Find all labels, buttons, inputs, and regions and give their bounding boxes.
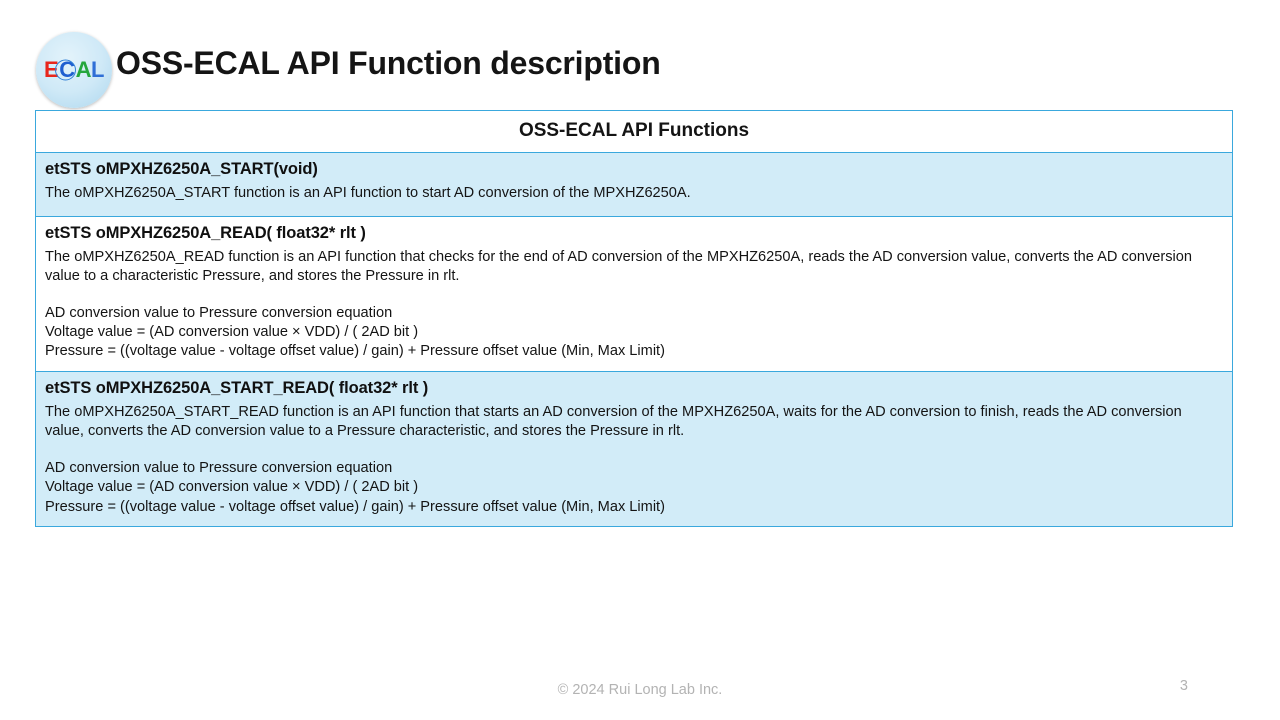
api-signature: etSTS oMPXHZ6250A_START_READ( float32* r… (45, 378, 429, 397)
equation-line: Pressure = ((voltage value - voltage off… (45, 343, 665, 360)
api-description: The oMPXHZ6250A_START_READ function is a… (36, 403, 1232, 445)
equation-line: Voltage value = (AD conversion value × V… (45, 479, 419, 496)
equation-line: Voltage value = (AD conversion value × V… (45, 324, 419, 341)
page-title: OSS-ECAL API Function description (116, 45, 661, 81)
api-description-paragraph: The oMPXHZ6250A_READ function is an API … (45, 248, 1193, 285)
footer-page-number: 3 (1179, 678, 1188, 694)
api-functions-table: OSS-ECAL API Functions etSTS oMPXHZ6250A… (35, 110, 1233, 528)
logo-letter-l: L (91, 57, 104, 82)
logo-letter-c: C (55, 57, 77, 82)
api-description-paragraph: The oMPXHZ6250A_START function is an API… (45, 185, 691, 201)
equation-line: AD conversion value to Pressure conversi… (45, 459, 393, 476)
logo-letter-a: A (75, 57, 92, 82)
logo-letter-c-char: C (59, 57, 75, 82)
spacer (36, 517, 1232, 526)
api-section-start-read: etSTS oMPXHZ6250A_START_READ( float32* r… (36, 371, 1232, 527)
api-description: The oMPXHZ6250A_READ function is an API … (36, 248, 1232, 290)
api-signature: etSTS oMPXHZ6250A_READ( float32* rlt ) (45, 223, 366, 242)
spacer (36, 362, 1232, 371)
api-signature: etSTS oMPXHZ6250A_START(void) (45, 160, 318, 178)
api-description-paragraph: The oMPXHZ6250A_START_READ function is a… (45, 403, 1182, 440)
api-equation-block: AD conversion value to Pressure conversi… (36, 459, 1232, 517)
equation-line: AD conversion value to Pressure conversi… (45, 304, 393, 321)
table-title-row: OSS-ECAL API Functions (36, 111, 1232, 153)
api-section-start: etSTS oMPXHZ6250A_START(void) The oMPXHZ… (36, 153, 1232, 217)
logo-letter-e: E (44, 57, 59, 82)
equation-line: Pressure = ((voltage value - voltage off… (45, 498, 665, 515)
api-equation-block: AD conversion value to Pressure conversi… (36, 304, 1232, 362)
table-title: OSS-ECAL API Functions (518, 120, 750, 141)
spacer (36, 445, 1232, 459)
api-description: The oMPXHZ6250A_START function is an API… (36, 184, 1232, 207)
spacer (36, 207, 1232, 216)
spacer (36, 290, 1232, 304)
footer-copyright: © 2024 Rui Long Lab Inc. (557, 682, 723, 698)
api-section-read: etSTS oMPXHZ6250A_READ( float32* rlt ) T… (36, 216, 1232, 372)
